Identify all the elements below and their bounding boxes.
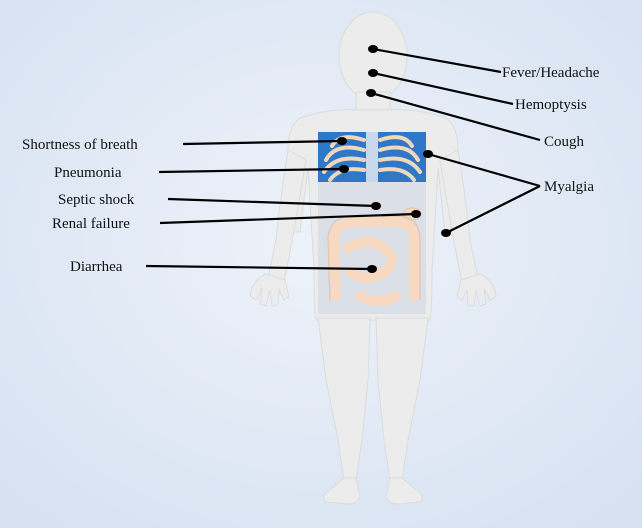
- head: [339, 12, 407, 100]
- label-diarrhea: Diarrhea: [70, 259, 123, 275]
- sternum: [366, 132, 378, 182]
- label-cough: Cough: [544, 134, 585, 150]
- label-renal-failure: Renal failure: [52, 216, 130, 232]
- label-fever-headache: Fever/Headache: [502, 65, 600, 81]
- label-hemoptysis: Hemoptysis: [515, 97, 587, 113]
- label-shortness-of-breath: Shortness of breath: [22, 137, 138, 153]
- label-myalgia: Myalgia: [544, 179, 594, 195]
- label-pneumonia: Pneumonia: [54, 165, 122, 181]
- label-septic-shock: Septic shock: [58, 192, 135, 208]
